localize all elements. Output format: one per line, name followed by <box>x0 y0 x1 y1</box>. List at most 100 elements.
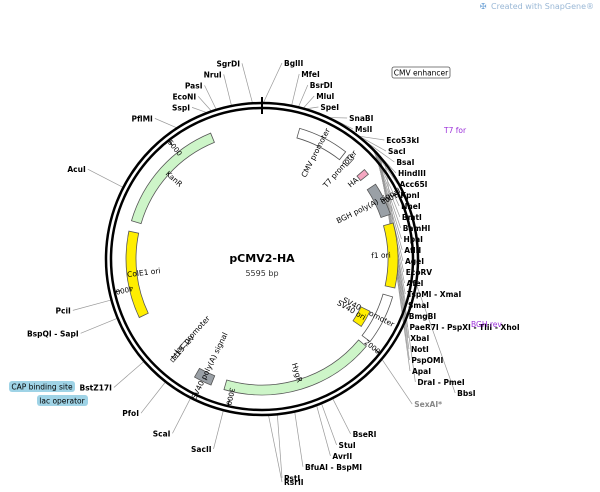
site-line <box>332 398 351 435</box>
site-line <box>241 63 253 103</box>
feature-arc <box>169 351 181 363</box>
site-line <box>268 415 283 483</box>
site-line <box>154 118 177 128</box>
restriction-site-label: PasI <box>185 81 203 90</box>
tick-label: 4000 <box>115 284 134 296</box>
plasmid-size: 5595 bp <box>245 269 278 278</box>
site-line <box>80 318 117 334</box>
restriction-site-label: SgrDI <box>217 59 241 68</box>
restriction-site-label: SmaI <box>408 301 429 310</box>
feature-arc <box>130 132 215 225</box>
lac-operator-label: lac operator <box>37 395 88 406</box>
site-line <box>359 135 385 141</box>
site-line <box>367 142 395 163</box>
snapgene-logo-icon: ✠ <box>479 2 487 11</box>
restriction-site-label: TspMI - XmaI <box>407 290 461 299</box>
site-line <box>204 85 217 110</box>
feature-label: HygR <box>290 362 304 384</box>
restriction-site-label: Acc65I <box>400 180 428 189</box>
restriction-site-label: StuI <box>339 441 356 450</box>
restriction-site-label: NheI <box>401 202 421 211</box>
feature-arc <box>383 222 399 289</box>
restriction-site-label: HindIII <box>398 169 426 178</box>
feature-arc <box>179 338 190 350</box>
restriction-site-label: SexAI* <box>414 400 442 409</box>
restriction-site-label: Eco53kI <box>386 136 419 145</box>
feature-label: f1 ori <box>371 251 391 261</box>
restriction-site-label: PflMI <box>132 114 154 123</box>
bgh-rev-label: BGH rev <box>471 320 502 329</box>
cap-binding-site-label: CAP binding site <box>9 381 75 392</box>
restriction-site-label: BmtI <box>402 213 422 222</box>
restriction-site-label: BmgBI <box>409 312 437 321</box>
site-line <box>294 412 304 467</box>
lac-operator-text: lac operator <box>39 397 85 406</box>
site-line <box>291 73 300 105</box>
site-line <box>303 95 315 108</box>
restriction-site-label: AflII <box>404 246 421 255</box>
plasmid-name: pCMV2-HA <box>229 252 295 265</box>
restriction-site-label: KpnI <box>400 191 420 200</box>
feature-arc <box>356 169 369 182</box>
restriction-site-label: MslI <box>355 125 372 134</box>
feature-label: SV40 poly(A) signal <box>190 331 230 401</box>
restriction-site-label: BseRI <box>353 430 377 439</box>
restriction-site-label: SnaBI <box>349 114 374 123</box>
site-line <box>213 411 224 449</box>
label-layer: BglIIMfeIBsrDIMluISpeISnaBIMslIEco53kISa… <box>27 59 520 487</box>
feature-arc <box>361 293 394 343</box>
restriction-site-label: EcoNI <box>172 92 196 101</box>
feature-arc <box>223 339 367 396</box>
site-line <box>172 398 191 434</box>
site-line <box>307 106 319 109</box>
restriction-site-label: BamHI <box>403 224 431 233</box>
restriction-site-label: NotI <box>411 345 429 354</box>
feature-arc <box>296 127 347 161</box>
restriction-site-label: SacII <box>191 445 212 454</box>
feature-arc <box>342 154 355 167</box>
site-line <box>113 361 144 388</box>
tick-mark <box>115 290 121 293</box>
restriction-site-label: RsrII <box>284 478 304 487</box>
feature-arc <box>366 183 391 219</box>
restriction-site-label: SspI <box>172 103 190 112</box>
tick-mark <box>374 349 380 354</box>
restriction-site-label: PfoI <box>122 409 139 418</box>
restriction-site-label: ScaI <box>153 429 171 438</box>
feature-arc <box>125 230 149 319</box>
site-line <box>382 359 413 405</box>
site-line <box>361 137 387 152</box>
restriction-site-label: AgeI <box>405 257 424 266</box>
restriction-site-label: XbaI <box>410 334 429 343</box>
cmv-enhancer-text: CMV enhancer <box>394 69 449 78</box>
restriction-site-label: PciI <box>56 306 72 315</box>
site-line <box>140 382 166 414</box>
restriction-site-label: BsaI <box>396 158 414 167</box>
feature-label: ColE1 ori <box>127 266 161 279</box>
restriction-site-label: DraI - PmeI <box>417 378 465 387</box>
restriction-site-label: PstI <box>284 474 300 483</box>
restriction-site-label: BbsI <box>457 389 476 398</box>
restriction-site-label: MfeI <box>301 70 320 79</box>
restriction-site-label: BsrDI <box>310 81 333 90</box>
restriction-site-label: SpeI <box>320 103 339 112</box>
site-line <box>277 415 283 478</box>
watermark-text: Created with SnapGene® <box>491 2 594 11</box>
feature-arc <box>193 367 216 386</box>
restriction-site-label: SacI <box>388 147 406 156</box>
restriction-site-label: PaeR7I - PspXI - TliI - XhoI <box>410 323 520 332</box>
snapgene-watermark: ✠ Created with SnapGene® <box>480 2 594 11</box>
site-line <box>384 161 416 383</box>
restriction-site-label: PspOMI <box>411 356 443 365</box>
restriction-site-label: MluI <box>316 92 334 101</box>
cap-binding-site-text: CAP binding site <box>11 383 73 392</box>
restriction-site-label: ApaI <box>412 367 431 376</box>
site-line <box>321 404 337 445</box>
restriction-site-label: EcoRV <box>406 268 432 277</box>
feature-label: lac promoter <box>173 313 213 355</box>
site-line <box>263 62 283 103</box>
restriction-site-label: BstZ17I <box>80 383 113 392</box>
feature-arc <box>352 306 371 327</box>
restriction-site-label: NruI <box>204 70 222 79</box>
